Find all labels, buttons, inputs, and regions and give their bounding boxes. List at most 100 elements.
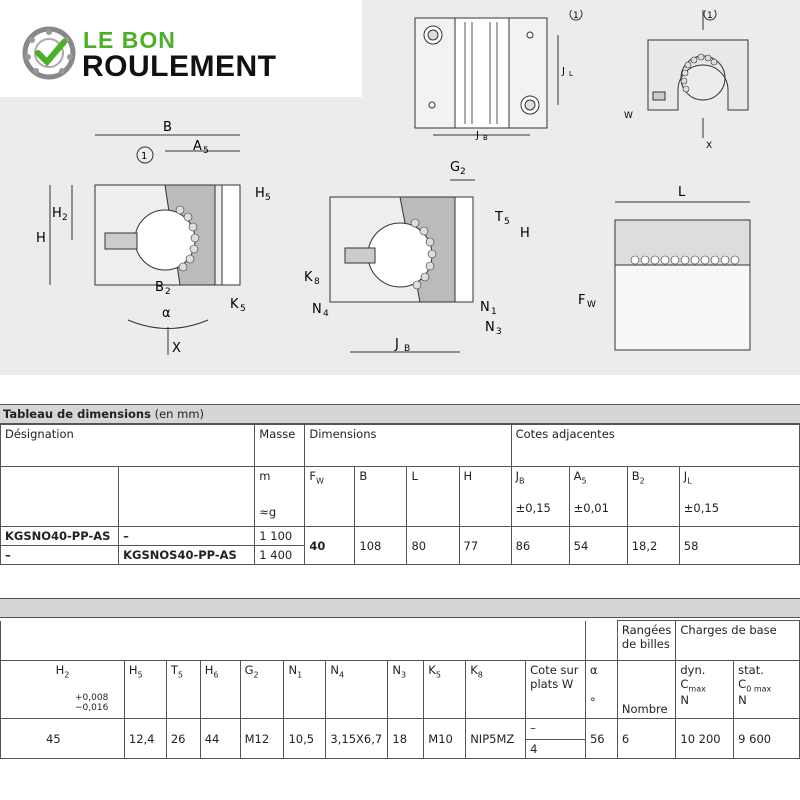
stat-label: stat. [738, 663, 764, 677]
cote-col-header: Cote sur plats W [525, 660, 586, 719]
jb-col-header: JB±0,15 [510, 466, 570, 527]
l-value: 80 [406, 526, 460, 565]
jb-head: J [515, 469, 520, 483]
jb-sub-top: B [483, 134, 488, 140]
table2-alpha-spacer [584, 620, 618, 661]
table2-top-spacer [0, 620, 586, 661]
a5-value: 54 [568, 526, 628, 565]
k8-sub: 8 [314, 277, 320, 287]
a5-head-sub: 5 [581, 476, 587, 486]
jl-head: J [683, 469, 688, 483]
top-view-drawing: J B J L 1 [414, 10, 583, 140]
h-col-header: H [458, 466, 512, 527]
circle1-right: 1 [707, 11, 713, 21]
t5-label: T [494, 210, 503, 225]
n1-value: 10,5 [283, 718, 327, 759]
n1-sub: 1 [491, 307, 497, 317]
h5-sub: 5 [265, 193, 271, 203]
brand-logo: LE BON ROULEMENT [0, 0, 362, 97]
row1-designation1: KGSNO40-PP-AS [0, 526, 120, 546]
secondary-table: Rangées de billes Charges de base H2+0,0… [0, 620, 800, 759]
row2-designation2: KGSNOS40-PP-AS [118, 545, 256, 565]
b2-label: B [155, 280, 164, 295]
b2-head: B [631, 469, 640, 483]
fw-head: F [309, 469, 316, 483]
g2-label: G [450, 160, 460, 175]
k5-label: K [230, 297, 239, 312]
n4-sub: 4 [323, 309, 329, 319]
h6-col-header: H6 [199, 660, 241, 719]
b-label: B [163, 120, 172, 135]
g2-value: M12 [239, 718, 285, 759]
k5-head-sub: 5 [435, 670, 441, 680]
dimensions-header: Dimensions [304, 424, 512, 467]
n3-head-sub: 3 [401, 670, 407, 680]
n3-col-header: N3 [387, 660, 425, 719]
a5-head: A [573, 469, 582, 483]
table-row: – KGSNOS40-PP-AS 1 400 [0, 545, 800, 565]
jb-value: 86 [510, 526, 570, 565]
k5-sub: 5 [240, 304, 246, 314]
nombre-col-header: Nombre [616, 660, 677, 719]
table1-header-bar: Tableau de dimensions (en mm) [0, 404, 800, 424]
dyn-value: 10 200 [675, 718, 735, 759]
jl-sub: L [569, 70, 573, 78]
h5-label: H [255, 186, 265, 201]
t5-value: 26 [165, 718, 201, 759]
a5-tol: ±0,01 [573, 501, 609, 516]
stat-value: 9 600 [733, 718, 800, 759]
t5-head-sub: 5 [177, 670, 183, 680]
table1-title-suffix: (en mm) [150, 407, 205, 421]
k8-label: K [304, 270, 313, 285]
cotes-header: Cotes adjacentes [510, 424, 800, 467]
alpha-head: α [589, 663, 598, 677]
side-section-drawing: G 2 T 5 H 6 K 8 N 4 N 1 N 3 J B [304, 160, 530, 354]
fw-head-sub: W [315, 476, 324, 486]
circle1-top: 1 [573, 11, 579, 21]
n3-label: N [485, 320, 495, 335]
cmax-sub: max [688, 684, 706, 694]
h2-label: H [52, 206, 62, 221]
alpha-value: 56 [584, 718, 618, 759]
w-value-1: – [526, 719, 585, 740]
masse-unit-cell: m≈g [254, 466, 306, 527]
row2-designation1: – [0, 545, 120, 565]
cote-value-cell: –4 [525, 718, 586, 759]
jb-head-sub: B [519, 476, 525, 486]
jb-label-top: J [475, 130, 479, 140]
k8-head: K [470, 663, 478, 677]
fw-col-header: FW [304, 466, 356, 527]
k8-col-header: K8 [465, 660, 527, 719]
h6-head-sub: 6 [213, 670, 219, 680]
h5-value: 12,4 [123, 718, 167, 759]
h2-tol-plus: +0,008 [75, 693, 109, 704]
row1-masse: 1 100 [254, 526, 306, 546]
k8-value: NIP5MZ [465, 718, 527, 759]
logo-line2: ROULEMENT [82, 50, 277, 83]
jl-tol: ±0,15 [683, 501, 720, 516]
fw-value: 40 [304, 526, 356, 565]
drawing-area: LE BON ROULEMENT J B J L 1 W X 1 [0, 0, 800, 375]
n4-col-header: N4 [325, 660, 389, 719]
c0max-label: C [738, 677, 747, 691]
unit-g: ≈g [259, 505, 277, 519]
n1-head-sub: 1 [297, 670, 303, 680]
logo-line1: LE BON [83, 27, 176, 53]
table-row: 45 12,4 26 44 M12 10,5 3,15X6,7 18 M10 N… [0, 718, 800, 759]
b2-col-header: B2 [626, 466, 680, 527]
n4-value: 3,15X6,7 [325, 718, 389, 759]
a5-col-header: A5 ±0,01 [568, 466, 628, 527]
n1-head: N [288, 663, 298, 677]
row2-masse: 1 400 [254, 545, 306, 565]
fw-label: F [578, 293, 585, 308]
k8-head-sub: 8 [477, 670, 483, 680]
b2-value: 18,2 [626, 526, 680, 565]
h5-head-sub: 5 [137, 670, 143, 680]
b2-sub: 2 [165, 287, 171, 297]
dyn-unit: N [680, 693, 689, 708]
n1-label: N [480, 300, 490, 315]
b-col-header: B [354, 466, 408, 527]
x-label-front: X [172, 341, 181, 356]
b2-head-sub: 2 [639, 476, 645, 486]
t5-col-header: T5 [165, 660, 201, 719]
